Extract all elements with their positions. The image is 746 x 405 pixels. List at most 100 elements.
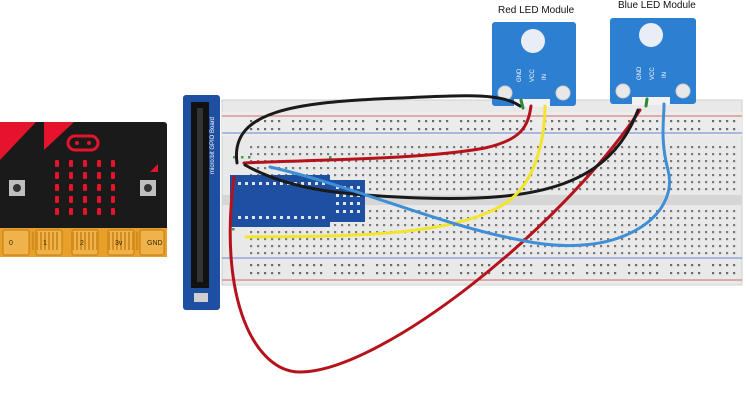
bb-hole: [565, 210, 568, 213]
bb-hole: [600, 128, 603, 131]
bb-hole: [530, 272, 533, 275]
bb-hole: [691, 210, 694, 213]
bb-hole: [306, 252, 309, 255]
bb-hole: [670, 174, 673, 177]
bb-hole: [474, 160, 477, 163]
bb-hole: [537, 167, 540, 170]
bb-hole: [383, 188, 386, 191]
bb-hole: [495, 231, 498, 234]
bb-hole: [341, 153, 344, 156]
bb-hole: [649, 264, 652, 267]
bb-hole: [271, 153, 274, 156]
bb-hole: [705, 231, 708, 234]
bb-hole: [677, 128, 680, 131]
bb-hole: [306, 128, 309, 131]
bb-hole: [453, 238, 456, 241]
bb-hole: [635, 252, 638, 255]
gpio-pin: [343, 194, 346, 197]
bb-hole: [558, 224, 561, 227]
bb-hole: [719, 174, 722, 177]
blue-pin-in: IN: [662, 72, 668, 78]
bb-hole: [558, 153, 561, 156]
bb-hole: [348, 146, 351, 149]
bb-hole: [334, 231, 337, 234]
bb-hole: [530, 264, 533, 267]
bb-hole: [404, 210, 407, 213]
bb-hole: [425, 264, 428, 267]
bb-hole: [271, 120, 274, 123]
bb-hole: [656, 128, 659, 131]
bb-hole: [565, 188, 568, 191]
bb-hole: [600, 272, 603, 275]
bb-hole: [495, 174, 498, 177]
gpio-pin: [357, 210, 360, 213]
bb-hole: [474, 128, 477, 131]
bb-hole: [404, 153, 407, 156]
bb-hole: [656, 252, 659, 255]
bb-hole: [523, 160, 526, 163]
bb-hole: [733, 181, 736, 184]
bb-hole: [600, 188, 603, 191]
led-dot: [111, 172, 115, 179]
bb-hole: [348, 160, 351, 163]
bb-hole: [446, 210, 449, 213]
bb-hole: [299, 245, 302, 248]
bb-hole: [516, 264, 519, 267]
bb-hole: [593, 210, 596, 213]
bb-hole: [327, 153, 330, 156]
bb-hole: [285, 238, 288, 241]
bb-hole: [313, 272, 316, 275]
bb-hole: [495, 217, 498, 220]
led-dot: [83, 184, 87, 191]
bb-hole: [467, 231, 470, 234]
bb-hole: [551, 160, 554, 163]
bb-hole: [516, 272, 519, 275]
bb-hole: [355, 238, 358, 241]
bb-hole: [670, 272, 673, 275]
bb-hole: [698, 188, 701, 191]
bb-hole: [453, 210, 456, 213]
bb-hole: [635, 181, 638, 184]
bb-hole: [516, 210, 519, 213]
edge-strip: [88, 232, 90, 250]
bb-hole: [376, 188, 379, 191]
bb-hole: [481, 264, 484, 267]
bb-hole: [523, 153, 526, 156]
bb-hole: [278, 120, 281, 123]
bb-hole: [383, 252, 386, 255]
bb-hole: [460, 272, 463, 275]
bb-hole: [523, 224, 526, 227]
led-dot: [83, 196, 87, 203]
bb-hole: [691, 252, 694, 255]
led-dot: [97, 184, 101, 191]
bb-hole: [348, 252, 351, 255]
bb-hole: [502, 245, 505, 248]
bb-hole: [705, 252, 708, 255]
bb-hole: [495, 188, 498, 191]
bb-hole: [530, 128, 533, 131]
bb-hole: [705, 160, 708, 163]
pad-label-2: 2: [80, 240, 84, 247]
bb-hole: [523, 146, 526, 149]
edge-strip: [72, 232, 74, 250]
bb-hole: [481, 224, 484, 227]
bb-hole: [299, 231, 302, 234]
bb-hole: [600, 153, 603, 156]
wire-black-1: [234, 94, 522, 165]
bb-hole: [551, 272, 554, 275]
bb-hole: [565, 160, 568, 163]
bb-hole: [250, 128, 253, 131]
microbit-corner-left: [0, 122, 36, 160]
bb-hole: [579, 160, 582, 163]
bb-hole: [572, 146, 575, 149]
bb-hole: [355, 160, 358, 163]
bb-hole: [313, 120, 316, 123]
bb-hole: [341, 245, 344, 248]
bb-hole: [432, 167, 435, 170]
bb-hole: [278, 153, 281, 156]
bb-hole: [621, 167, 624, 170]
bb-hole: [390, 272, 393, 275]
bb-hole: [425, 231, 428, 234]
gpio-pin: [259, 182, 262, 185]
